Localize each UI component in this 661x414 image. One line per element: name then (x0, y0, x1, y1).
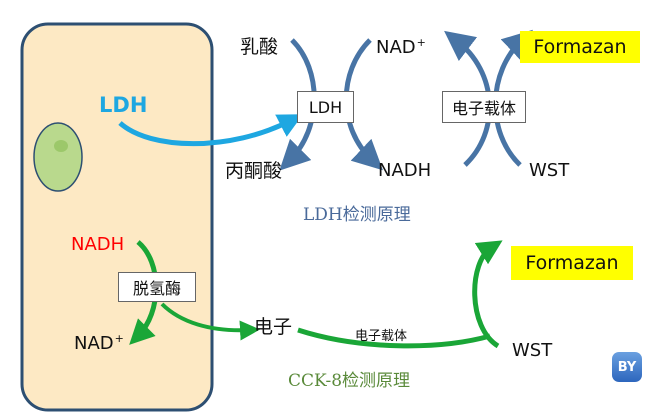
ldh-nad-label: NAD+ (376, 37, 426, 57)
cell-nad-sup: + (114, 332, 124, 345)
brand-badge: BY (612, 352, 642, 382)
ldh-nad-text: NAD (376, 37, 416, 58)
ldh-formazan-highlight: Formazan (520, 31, 640, 63)
nucleolus (54, 140, 68, 152)
lactate-label: 乳酸 (240, 36, 279, 58)
cell-ldh-label: LDH (99, 93, 148, 117)
cell-body (20, 22, 214, 412)
ldh-principle-caption: LDH检测原理 (303, 205, 411, 225)
ldh-wst-label: WST (529, 160, 570, 181)
electron-carrier-arrow (297, 327, 491, 349)
cck8-carrier-label: 电子载体 (355, 329, 408, 344)
electron-label: 电子 (254, 316, 293, 338)
ldh-nadh-label: NADH (378, 160, 432, 181)
cell-nad-text: NAD (74, 333, 114, 354)
cck8-formazan-highlight: Formazan (511, 246, 633, 280)
cck8-principle-caption: CCK-8检测原理 (288, 371, 411, 391)
ldh-release-arrow (118, 114, 304, 147)
electron-release-arrow (160, 302, 260, 341)
electron-carrier-box: 电子载体 (442, 91, 526, 123)
ldh-nad-sup: + (416, 36, 426, 49)
dehydrogenase-box: 脱氢酶 (118, 272, 196, 302)
nucleus (33, 122, 83, 192)
cell-nad-label: NAD+ (74, 333, 124, 353)
cell-nadh-label: NADH (71, 234, 125, 255)
wst-to-formazan-green-arrow (472, 240, 503, 349)
cck8-wst-label: WST (512, 340, 553, 361)
ldh-enzyme-box: LDH (297, 91, 354, 123)
pyruvate-label: 丙酮酸 (225, 160, 283, 182)
